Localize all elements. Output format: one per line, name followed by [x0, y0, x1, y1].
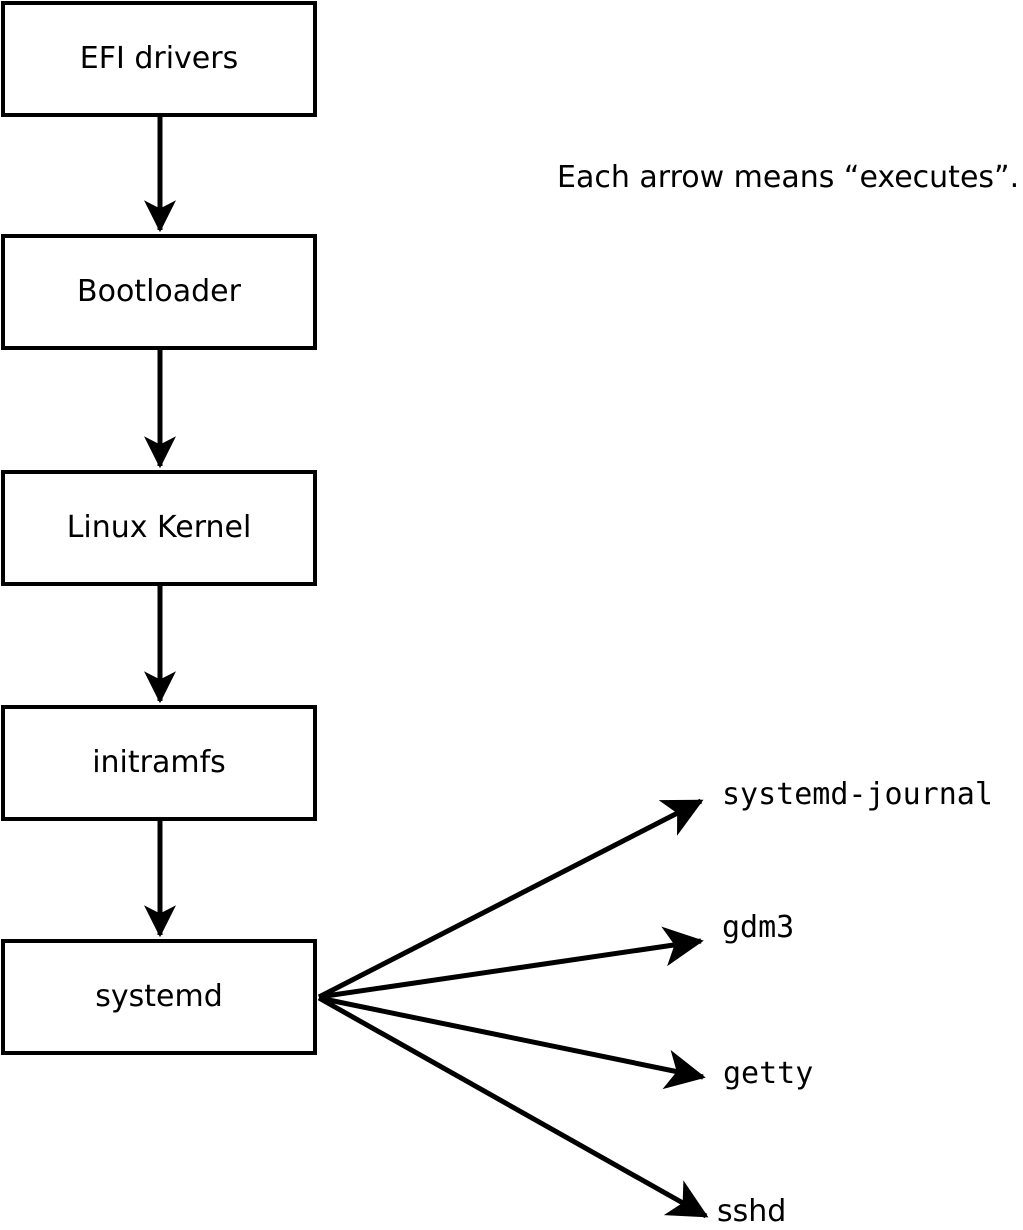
node-linux-kernel-label: Linux Kernel [66, 510, 252, 545]
arrow-systemd-to-sshd [317, 995, 709, 1219]
process-label-sshd: sshd [717, 1194, 787, 1229]
node-efi-drivers: EFI drivers [1, 1, 317, 117]
node-efi-drivers-label: EFI drivers [79, 41, 239, 76]
node-initramfs: initramfs [1, 705, 317, 821]
process-label-gdm3: gdm3 [722, 910, 795, 945]
node-systemd: systemd [1, 939, 317, 1055]
arrow-systemd-to-getty [318, 995, 706, 1090]
node-bootloader-label: Bootloader [77, 274, 241, 309]
node-linux-kernel: Linux Kernel [1, 470, 317, 586]
node-bootloader: Bootloader [1, 234, 317, 350]
arrow-systemd-to-systemd-journal [317, 798, 704, 1000]
legend-note: Each arrow means “executes”. [557, 160, 1020, 195]
node-initramfs-label: initramfs [92, 745, 226, 780]
process-label-systemd-journal: systemd-journal [722, 777, 993, 812]
process-label-getty: getty [723, 1056, 814, 1091]
node-systemd-label: systemd [95, 979, 223, 1014]
arrow-systemd-to-gdm3 [318, 926, 704, 1000]
